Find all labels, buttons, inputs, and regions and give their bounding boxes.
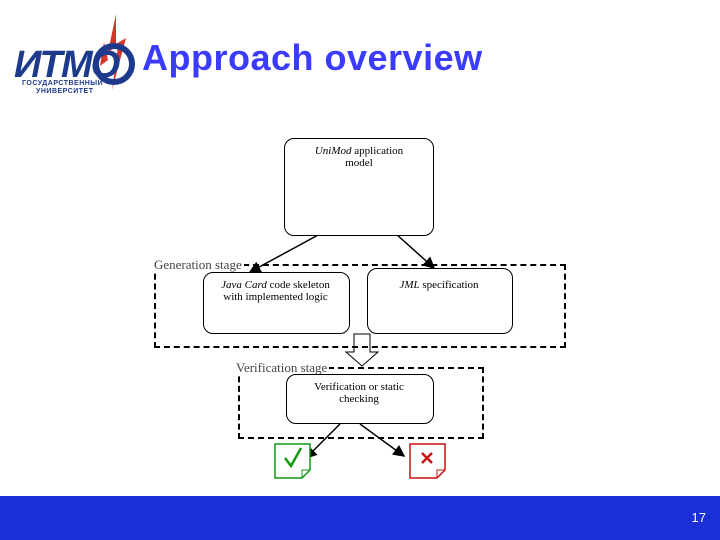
verification-stage-label: Verification stage bbox=[236, 360, 330, 375]
verification-node bbox=[286, 374, 434, 424]
itmo-logo: ИТМО ГОСУДАРСТВЕННЫЙ УНИВЕРСИТЕТ bbox=[4, 6, 144, 106]
generation-stage-box bbox=[154, 264, 566, 348]
jml-spec-node bbox=[367, 268, 513, 334]
arrow-to-jml-spec bbox=[395, 233, 436, 270]
unimod-model-label: UniMod application model bbox=[314, 145, 404, 169]
generation-stage-label: Generation stage bbox=[154, 257, 244, 272]
failure-document-icon bbox=[409, 443, 446, 479]
slide-footer: 17 bbox=[0, 496, 720, 540]
cross-icon bbox=[421, 452, 433, 464]
down-arrow-icon bbox=[344, 333, 380, 367]
slide-title: Approach overview bbox=[142, 37, 483, 78]
arrow-to-failure bbox=[359, 423, 406, 457]
logo-subtitle-1: ГОСУДАРСТВЕННЫЙ bbox=[22, 80, 104, 87]
logo-flame-icon bbox=[93, 14, 135, 90]
verification-stage-box bbox=[238, 367, 484, 439]
code-skeleton-node bbox=[203, 272, 350, 334]
verification-label: Verification or static checking bbox=[314, 381, 404, 405]
page-number: 17 bbox=[691, 510, 706, 525]
jml-spec-label: JML specification bbox=[399, 279, 479, 291]
code-skeleton-label: Java Card code skeleton with implemented… bbox=[221, 279, 330, 303]
slide-header: ИТМО ГОСУДАРСТВЕННЫЙ УНИВЕРСИТЕТ Approac… bbox=[0, 0, 720, 118]
arrow-to-success bbox=[304, 423, 341, 460]
check-mark-icon bbox=[284, 447, 303, 469]
logo-subtitle-2: УНИВЕРСИТЕТ bbox=[36, 88, 94, 95]
unimod-model-node bbox=[284, 138, 434, 236]
logo-wordmark: ИТМО bbox=[14, 44, 120, 86]
approach-diagram: UniMod application model Generation stag… bbox=[0, 118, 720, 496]
success-document-icon bbox=[274, 443, 311, 479]
